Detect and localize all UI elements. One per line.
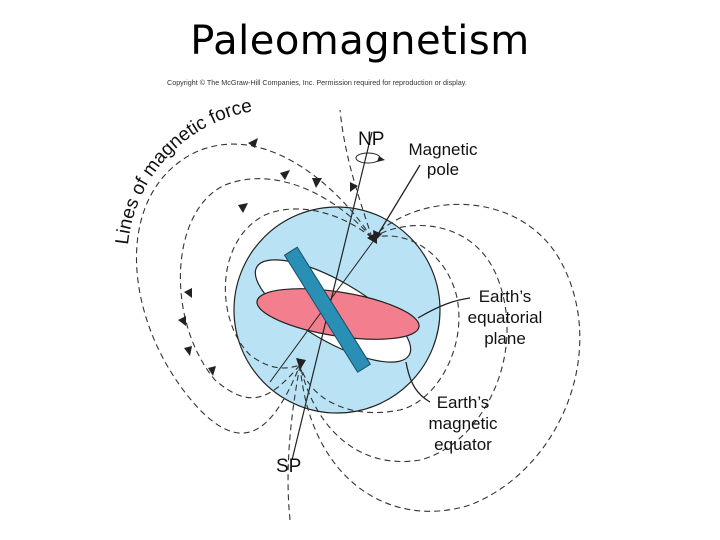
lines-of-force-text: Lines of magnetic force <box>112 95 254 245</box>
np-label: NP <box>358 129 384 150</box>
field-arrow-icon <box>312 178 322 188</box>
equatorial-plane-label-line2: equatorial <box>468 308 543 327</box>
magnetic-equator-label-line1: Earth’s <box>437 393 490 412</box>
magnetic-pole-label-line2: pole <box>427 160 459 179</box>
field-lines <box>135 109 581 521</box>
rotation-arrow <box>355 152 381 164</box>
sp-label: SP <box>276 456 301 477</box>
magnetic-pole-label-line1: Magnetic <box>409 140 478 159</box>
field-arrow-icon <box>280 170 290 180</box>
magnetic-equator-label-line2: magnetic <box>429 414 498 433</box>
equatorial-plane-leader <box>417 297 471 319</box>
magnetic-pole-leader <box>376 164 421 237</box>
field-arrow-icon <box>184 346 192 356</box>
field-arrow-icon <box>350 182 358 192</box>
magnetic-equator-label-line3: equator <box>434 435 492 454</box>
slide-title: Paleomagnetism <box>190 18 530 64</box>
field-arrow-icon <box>184 288 192 298</box>
field-arrow-icon <box>296 358 306 370</box>
rotation-arrowhead-icon <box>377 156 385 162</box>
copyright-text: Copyright © The McGraw-Hill Companies, I… <box>167 78 467 87</box>
rotation-axis <box>291 131 373 461</box>
field-arrow-icon <box>208 366 216 376</box>
equatorial-plane-label-line1: Earth’s <box>479 287 532 306</box>
magnetic-pole-leader-arrow-icon <box>373 230 382 242</box>
field-arrow-icon <box>238 203 248 213</box>
bar-magnet <box>283 246 372 373</box>
field-arrow-icon <box>178 316 186 326</box>
magnetic-equator-leader <box>405 361 431 403</box>
field-arrow-icon <box>248 138 258 148</box>
equatorial-plane-label-line3: plane <box>484 329 526 348</box>
lines-of-force-label: Lines of magnetic force <box>112 95 254 245</box>
